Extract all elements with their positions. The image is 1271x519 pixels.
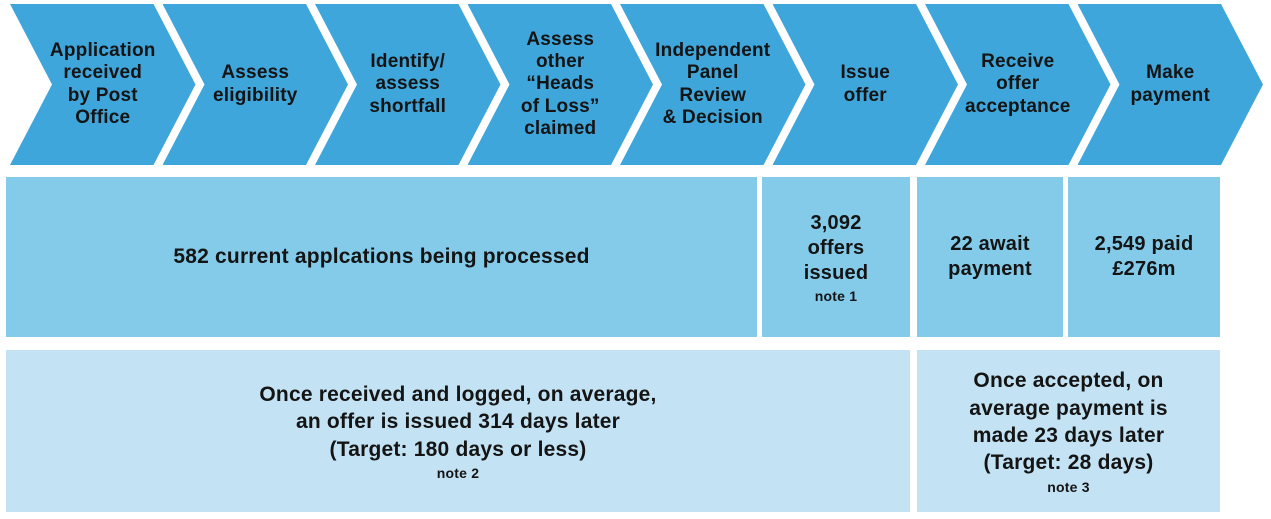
offer-timing-note: note 2 <box>436 464 480 481</box>
offers-issued-note: note 1 <box>814 287 858 304</box>
await-payment-box: 22 await payment <box>917 177 1063 337</box>
payment-timing-box: Once accepted, on average payment is mad… <box>917 350 1220 512</box>
step-independent-panel-review: Independent Panel Review & Decision <box>620 4 806 165</box>
step-application-received: Application received by Post Office <box>10 4 196 165</box>
paid-text: 2,549 paid £276m <box>1094 233 1194 280</box>
paid-box: 2,549 paid £276m <box>1068 177 1220 337</box>
step-label: Assess eligibility <box>212 62 298 106</box>
timing-row: Once received and logged, on average, an… <box>6 350 1220 512</box>
step-identify-assess-shortfall: Identify/ assess shortfall <box>315 4 501 165</box>
offers-issued-text: 3,092 offers issued <box>803 211 869 284</box>
applications-processing-box: 582 current applcations being processed <box>6 177 757 337</box>
step-label: Identify/ assess shortfall <box>369 51 447 117</box>
await-payment-text: 22 await payment <box>948 233 1032 280</box>
status-row: 582 current applcations being processed … <box>6 177 1220 337</box>
offer-timing-text: Once received and logged, on average, an… <box>259 383 657 461</box>
step-label: Receive offer acceptance <box>964 51 1071 117</box>
step-label: Application received by Post Office <box>49 40 156 128</box>
step-label: Make payment <box>1130 62 1211 106</box>
process-chevron-row: Application received by Post Office Asse… <box>10 4 1263 165</box>
payment-timing-note: note 3 <box>1047 478 1090 495</box>
applications-processing-text: 582 current applcations being processed <box>173 244 590 268</box>
step-label: Independent Panel Review & Decision <box>655 40 771 128</box>
offer-timing-box: Once received and logged, on average, an… <box>6 350 910 512</box>
payment-timing-text: Once accepted, on average payment is mad… <box>969 369 1168 475</box>
step-label: Assess other “Heads of Loss” claimed <box>520 29 600 139</box>
step-label: Issue offer <box>840 62 891 106</box>
offers-issued-box: 3,092 offers issued note 1 <box>762 177 910 337</box>
